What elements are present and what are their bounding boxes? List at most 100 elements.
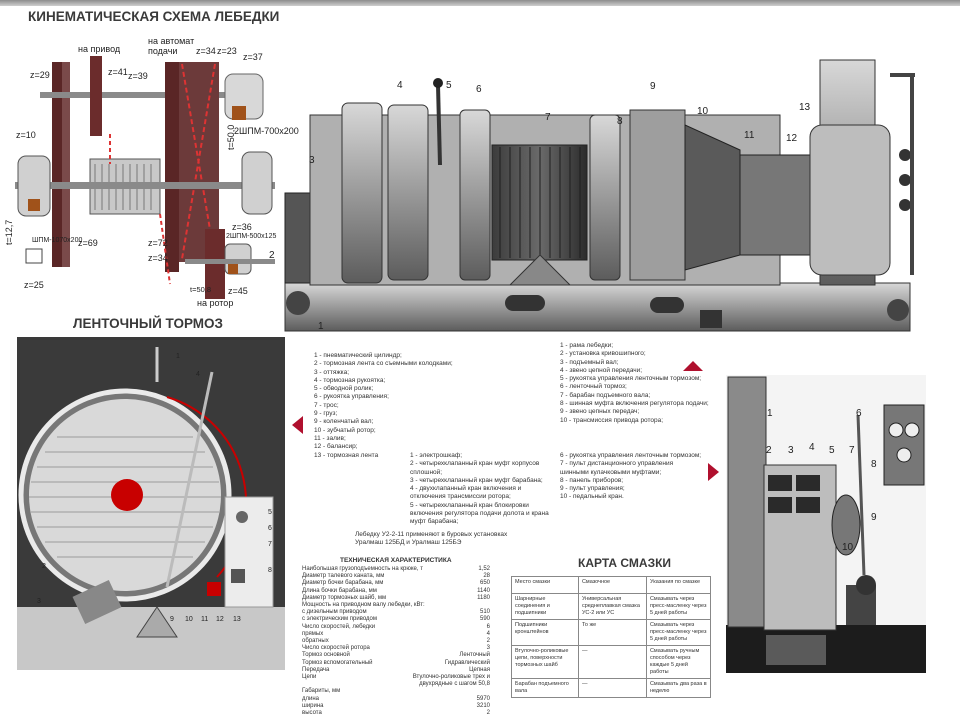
- specs-row: двухрядные с шагом 50,8: [302, 681, 490, 688]
- panel-legend-line: 4 - двухклапанный кран включения и: [410, 485, 522, 493]
- brake-number-4: 4: [196, 371, 200, 378]
- nav-arrow-up-icon[interactable]: [683, 361, 703, 371]
- brake-number-2: 2: [42, 563, 46, 570]
- specs-label: с дизельным приводом: [302, 609, 367, 616]
- winch-number-4: 4: [397, 80, 403, 91]
- kinematic-title: КИНЕМАТИЧЕСКАЯ СХЕМА ЛЕБЕДКИ: [28, 9, 280, 24]
- specs-label: Диаметр тормозных шайб, мм: [302, 594, 387, 601]
- lub-cell: Универсальная среднеплавкая смазка УС-2 …: [577, 593, 647, 620]
- panel-legend-line: 9 - пульт управления;: [560, 485, 625, 493]
- brake-number-6: 6: [268, 525, 272, 532]
- specs-label: Тормоз основной: [302, 652, 350, 659]
- specs-title: ТЕХНИЧЕСКАЯ ХАРАКТЕРИСТИКА: [340, 557, 452, 564]
- specs-value: 1140: [477, 587, 490, 594]
- panel-legend-line: 2 - четырехклапанный кран муфт корпусов: [410, 460, 540, 468]
- winch-legend-line: 9 - звено цепных передач;: [560, 408, 640, 416]
- specs-value: двухрядные с шагом 50,8: [419, 681, 490, 688]
- specs-label: Габариты, мм: [302, 688, 341, 695]
- specs-label: ширина: [302, 702, 324, 709]
- label-drive: на привод: [78, 44, 121, 54]
- specs-value: 590: [479, 616, 490, 623]
- brake-drum-hub: [111, 479, 143, 511]
- lub-cell: Смазывать через пресс-масленку через 5 д…: [645, 593, 712, 620]
- label-z39: z=39: [128, 71, 148, 81]
- upper-shaft: [40, 92, 250, 98]
- specs-label: длина: [302, 695, 320, 702]
- nav-arrow-right-icon[interactable]: [708, 463, 719, 481]
- brake-number-7: 7: [268, 541, 272, 548]
- brake-legend-line: 10 - зубчатый ротор;: [314, 426, 376, 434]
- specs-label: прямых: [302, 630, 324, 637]
- winch-number-3: 3: [309, 155, 315, 166]
- label-z34a: z=34: [196, 46, 216, 56]
- winch-number-9: 9: [650, 81, 656, 92]
- left-brake-drum: [17, 155, 51, 217]
- panel-legend-line: 5 - четырехклапанный кран блокировки: [410, 501, 529, 509]
- brake-legend-line: 2 - тормозная лента со съемными колодкам…: [314, 360, 453, 368]
- nav-arrow-left-icon[interactable]: [292, 416, 303, 434]
- gauge-panel: [883, 404, 925, 486]
- winch-legend-line: 3 - подъемный вал;: [560, 358, 619, 366]
- winch-number-12: 12: [786, 133, 798, 144]
- brake-title: ЛЕНТОЧНЫЙ ТОРМОЗ: [73, 316, 223, 331]
- winch-number-8: 8: [617, 116, 623, 127]
- brake-number-9: 9: [170, 616, 174, 623]
- lubrication-table: Место смазки Смазочное Указания по смазк…: [511, 576, 712, 698]
- specs-label: Длина бочки барабана, мм: [302, 587, 377, 594]
- note-line: Лебедку У2-2-11 применяют в буровых уста…: [355, 531, 508, 538]
- label-auto-feed-2: подачи: [148, 46, 178, 56]
- specs-value: 4: [486, 630, 490, 637]
- specs-row: ширина 3210: [302, 703, 490, 710]
- lub-cell: —: [577, 678, 647, 698]
- specs-row: Длина бочки барабана, мм 1140: [302, 588, 490, 595]
- label-z25: z=25: [24, 280, 44, 290]
- specs-value: 2: [486, 638, 490, 645]
- brake-number-5: 5: [268, 509, 272, 516]
- brake-legend-line: 11 - залив;: [314, 434, 346, 442]
- specs-label: Диаметр талевого каната, мм: [302, 573, 385, 580]
- panel-number-6: 6: [856, 408, 862, 419]
- specs-label: Тормоз вспомогательный: [302, 659, 373, 666]
- winch-legend-line: 7 - барабан подъемного вала;: [560, 391, 651, 399]
- label-clutch1: 2ШПМ-700x200: [234, 126, 299, 136]
- label-clutch3: 2ШПМ-500x125: [226, 233, 277, 240]
- panel-legend-line: 8 - панель приборов;: [560, 476, 624, 484]
- specs-label: высота: [302, 710, 322, 717]
- winch-illustration: [284, 59, 915, 332]
- panel-legend-line: отключения трансмиссии ротора;: [410, 493, 511, 501]
- lub-header: Место смазки: [511, 576, 579, 594]
- lub-cell: Смазывать через пресс-масленку через 5 д…: [645, 619, 712, 646]
- label-clutch2: ШПМ-1070x200: [32, 237, 83, 244]
- specs-row: Мощность на приводном валу лебедки, кВт:: [302, 602, 490, 609]
- winch-legend-line: 10 - трансмиссия привода ротора;: [560, 416, 664, 424]
- note-line: Уралмаш 125БД и Уралмаш 125БЭ: [355, 539, 462, 547]
- specs-value: 3210: [476, 702, 490, 709]
- brake-number-13: 13: [233, 616, 241, 623]
- winch-number-1: 1: [318, 321, 324, 332]
- winch-legend: 1 - рама лебедки; 2 - установка кривошип…: [560, 342, 740, 425]
- label-rotor: на ротор: [197, 298, 234, 308]
- brake-legend-line: 1 - пневматический цилиндр;: [314, 352, 402, 359]
- lub-cell: Смазывать два раза в неделю: [645, 678, 712, 698]
- brake-legend-line: 9 - груз;: [314, 410, 338, 418]
- lub-cell: То же: [577, 619, 647, 646]
- left-sprocket-plate: [52, 62, 62, 267]
- top-decor-bar: [0, 0, 960, 6]
- specs-label: Мощность на приводном валу лебедки, кВт:: [302, 602, 425, 609]
- brake-number-8: 8: [268, 567, 272, 574]
- band-brake-illustration: [17, 337, 285, 670]
- right-brake-drum: [241, 151, 273, 215]
- winch-legend-line: 1 - рама лебедки;: [560, 342, 614, 349]
- panel-number-4: 4: [809, 442, 815, 453]
- lub-cell: Втулочно-роликовые цепи, поверхности тор…: [511, 645, 579, 679]
- brake-number-10: 10: [185, 616, 193, 623]
- winch-number-13: 13: [799, 102, 811, 113]
